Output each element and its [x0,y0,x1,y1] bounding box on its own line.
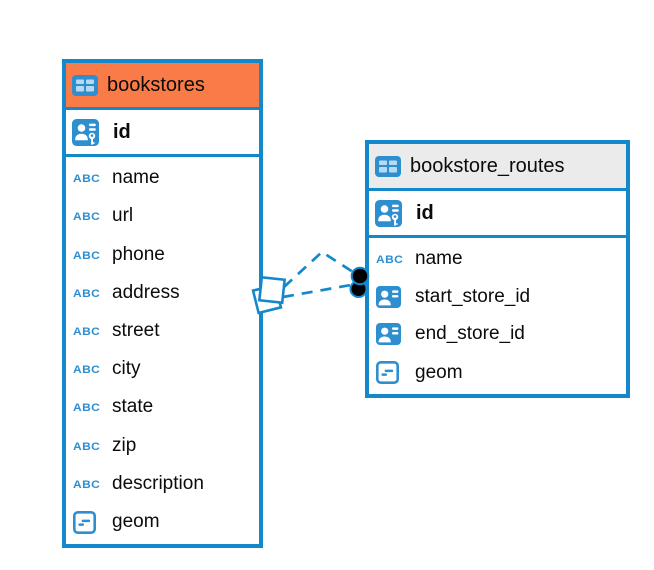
field-row-address[interactable]: ABC address [66,274,259,312]
field-row-id[interactable]: id [66,110,259,157]
person-key-icon [375,199,406,227]
table-icon [72,74,98,96]
geometry-icon [73,510,104,534]
table-title: bookstores [107,73,205,96]
field-label: description [112,472,204,494]
field-label: start_store_id [415,285,531,307]
table-title: bookstore_routes [410,154,565,177]
primary-key-label: id [113,120,131,143]
field-row-city[interactable]: ABC city [66,350,259,388]
field-row-id[interactable]: id [369,191,626,238]
person-key-icon [72,118,103,146]
field-label: geom [112,511,160,533]
field-row-zip[interactable]: ABC zip [66,426,259,464]
field-label: name [112,167,160,189]
field-label: state [112,396,154,418]
abc-icon: ABC [73,400,101,414]
field-label: zip [112,434,137,456]
person-icon [376,285,407,308]
field-label: city [112,358,141,380]
table-bookstore-routes-header[interactable]: bookstore_routes [369,144,626,191]
field-row-end_store_id[interactable]: end_store_id [369,316,626,354]
field-row-description[interactable]: ABC description [66,465,259,503]
abc-icon: ABC [73,209,101,223]
field-label: name [415,247,463,269]
field-row-state[interactable]: ABC state [66,388,259,426]
field-label: end_store_id [415,323,525,345]
relationship-line-lower[interactable] [282,283,352,299]
abc-icon: ABC [73,171,101,185]
abc-icon: ABC [73,286,101,300]
field-label: geom [415,361,463,383]
table-icon [375,155,401,177]
field-label: street [112,319,160,341]
field-label: url [112,205,134,227]
field-row-street[interactable]: ABC street [66,312,259,350]
person-icon [376,323,407,346]
field-row-geom[interactable]: geom [369,353,626,392]
relationship-line-upper[interactable] [283,250,354,288]
table-bookstores-header[interactable]: bookstores [66,63,259,110]
abc-icon: ABC [73,438,101,453]
field-label: phone [112,243,165,265]
abc-icon: ABC [376,252,404,266]
field-row-start_store_id[interactable]: start_store_id [369,278,626,316]
field-label: address [112,281,180,303]
field-row-phone[interactable]: ABC phone [66,235,259,273]
abc-icon: ABC [73,477,101,491]
abc-icon: ABC [73,247,101,262]
field-row-name[interactable]: ABC name [66,159,259,197]
geometry-icon [376,361,407,385]
abc-icon: ABC [73,362,101,376]
field-row-url[interactable]: ABC url [66,197,259,235]
abc-icon: ABC [73,324,101,338]
field-row-name[interactable]: ABC name [369,240,626,278]
primary-key-label: id [416,201,434,224]
table-bookstore-routes[interactable]: bookstore_routes id ABC name start_store_i… [365,140,630,398]
field-row-geom[interactable]: geom [66,503,259,542]
